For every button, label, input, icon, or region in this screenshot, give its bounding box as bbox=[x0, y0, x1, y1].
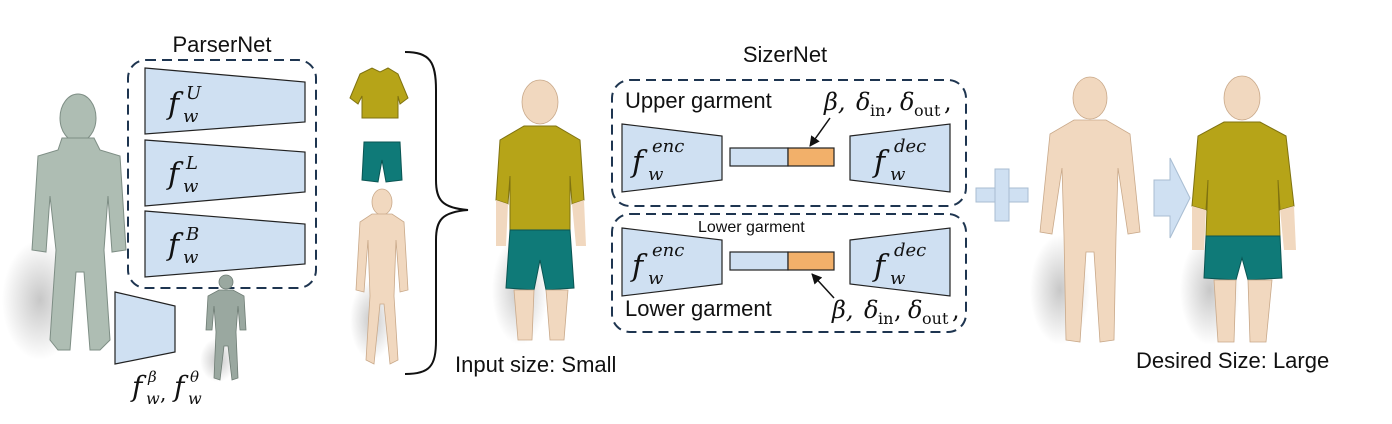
input-scan-figure bbox=[2, 93, 127, 360]
parsed-body bbox=[350, 188, 409, 365]
parsed-shirt bbox=[349, 67, 409, 119]
sizer-lower-box bbox=[611, 213, 967, 333]
svg-text:w: w bbox=[146, 389, 160, 408]
upper-decoder: f w dec bbox=[849, 123, 951, 193]
svg-text:f: f bbox=[130, 370, 147, 403]
svg-text:out: out bbox=[914, 101, 941, 120]
parser-upper-sub: w bbox=[183, 106, 199, 127]
svg-text:β,: β, bbox=[823, 88, 846, 116]
svg-text:w: w bbox=[648, 268, 664, 289]
upper-garment-label: Upper garment bbox=[625, 88, 772, 113]
svg-text:,: , bbox=[952, 296, 960, 324]
output-arrow-icon bbox=[1153, 157, 1191, 239]
svg-text:,: , bbox=[944, 88, 952, 116]
parser-lower-encoder: f w L bbox=[144, 139, 306, 207]
svg-text:,: , bbox=[894, 296, 902, 324]
parser-lower-sup: L bbox=[185, 153, 198, 174]
svg-text:δ: δ bbox=[856, 88, 870, 116]
svg-text:enc: enc bbox=[652, 240, 684, 261]
lower-garment-label-bottom: Lower garment bbox=[625, 296, 772, 321]
svg-text:in: in bbox=[870, 101, 885, 120]
desired-size-caption: Desired Size: Large bbox=[1136, 348, 1329, 373]
parser-lower-sub: w bbox=[183, 176, 199, 197]
shape-pose-label: f w β , f w θ bbox=[130, 368, 202, 408]
svg-text:out: out bbox=[922, 309, 949, 328]
lower-decoder: f w dec bbox=[849, 227, 951, 297]
svg-text:δ: δ bbox=[864, 296, 878, 324]
output-dressed-figure bbox=[1180, 75, 1296, 345]
parsernet-title: ParserNet bbox=[172, 32, 271, 57]
svg-text:θ: θ bbox=[190, 368, 199, 386]
upper-params: β, δ in , δ out , bbox=[823, 88, 952, 120]
lower-param-arrow bbox=[811, 273, 835, 299]
lower-params: β, δ in , δ out , bbox=[831, 296, 960, 328]
svg-text:β,: β, bbox=[831, 296, 854, 324]
parser-body-sup: B bbox=[185, 224, 199, 245]
target-body-figure bbox=[1030, 76, 1141, 345]
parser-body-sub: w bbox=[183, 247, 199, 268]
parser-body-encoder: f w B bbox=[144, 210, 306, 278]
sizernet-title: SizerNet bbox=[743, 42, 827, 67]
parser-upper-sup: U bbox=[186, 83, 202, 104]
parser-upper-encoder: f w U bbox=[144, 67, 306, 135]
svg-text:δ: δ bbox=[908, 296, 922, 324]
svg-text:in: in bbox=[878, 309, 893, 328]
sizer-upper-box bbox=[611, 79, 967, 207]
svg-text:,: , bbox=[160, 381, 166, 405]
input-dressed-figure bbox=[492, 79, 586, 345]
svg-text:enc: enc bbox=[652, 136, 684, 157]
parsernet-box bbox=[127, 59, 317, 289]
svg-text:w: w bbox=[648, 164, 664, 185]
lower-garment-label-top: Lower garment bbox=[698, 219, 805, 236]
svg-text:dec: dec bbox=[894, 240, 926, 261]
svg-text:dec: dec bbox=[894, 136, 926, 157]
smpl-pose-figure bbox=[200, 274, 247, 382]
svg-text:w: w bbox=[890, 164, 906, 185]
lower-latent bbox=[729, 251, 835, 271]
svg-text:,: , bbox=[886, 88, 894, 116]
svg-text:w: w bbox=[890, 268, 906, 289]
upper-param-arrow bbox=[809, 117, 831, 147]
shape-pose-encoder bbox=[114, 291, 176, 365]
input-size-caption: Input size: Small bbox=[455, 352, 616, 377]
upper-latent bbox=[729, 147, 835, 167]
svg-text:f: f bbox=[172, 370, 189, 403]
parsed-shorts bbox=[361, 141, 403, 183]
plus-icon bbox=[975, 168, 1029, 222]
svg-text:β: β bbox=[147, 368, 157, 386]
svg-text:δ: δ bbox=[900, 88, 914, 116]
upper-encoder: f w enc bbox=[621, 123, 723, 193]
grouping-brace bbox=[404, 51, 469, 375]
svg-text:w: w bbox=[188, 389, 202, 408]
lower-encoder: f w enc bbox=[621, 227, 723, 297]
